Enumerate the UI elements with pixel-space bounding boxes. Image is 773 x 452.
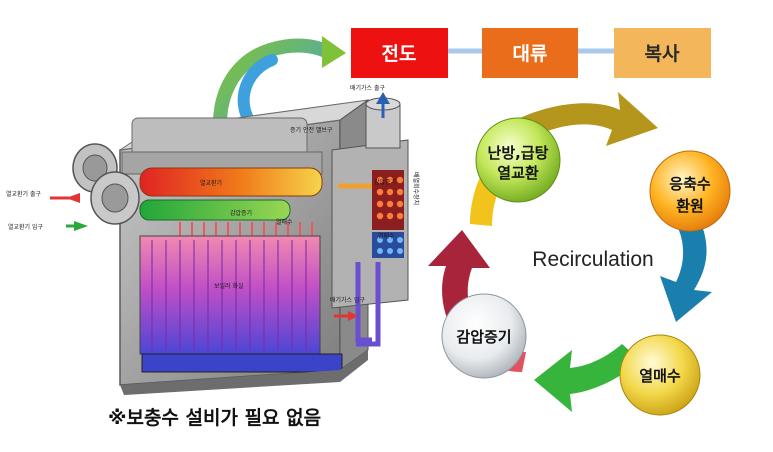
cycle-arrow-right xyxy=(660,220,712,322)
cycle-center-label: Recirculation xyxy=(532,248,653,271)
label-furnace: 보일러 화실 xyxy=(214,282,244,290)
footnote: ※보충수 설비가 필요 없음 xyxy=(108,407,321,429)
label-steam-outlet: 증기 안전 밸브구 xyxy=(290,126,333,134)
cycle-step-heating: 난방,급탕 열교환 xyxy=(475,117,561,203)
cycle-arrow-top xyxy=(520,92,658,146)
cycle-step-condensate-line2: 환원 xyxy=(676,197,704,215)
cycle-step-reduced-steam-line1: 감압증기 xyxy=(456,328,511,346)
label-hot-water: 열매수 xyxy=(276,218,293,226)
label-reduced-steam-right: 감압증기 xyxy=(374,178,396,186)
cycle-step-heating-line1: 난방,급탕 xyxy=(488,144,549,162)
label-heat-medium: 열매수 xyxy=(378,232,395,240)
label-hx-outlet: 열교환기 출구 xyxy=(6,190,42,198)
label-exhaust-inlet: 배기가스 입구 xyxy=(330,296,366,304)
cycle-arrow-left xyxy=(428,230,490,330)
cycle-step-heating-line2: 열교환 xyxy=(497,164,539,182)
cycle-arrow-bottom xyxy=(534,344,640,412)
boiler-illustration xyxy=(50,92,409,395)
cycle-step-condensate-line1: 응축수 xyxy=(669,175,711,193)
cycle-step-condensate: 응축수 환원 xyxy=(649,150,731,232)
conduction-label: 전도 xyxy=(382,43,417,65)
cycle-step-hot-water-line1: 열매수 xyxy=(639,367,681,385)
radiation-label: 복사 xyxy=(645,43,680,65)
convection-box: 대류 xyxy=(482,28,578,78)
label-hx: 열교환기 xyxy=(200,179,222,187)
cycle-step-reduced-steam: 감압증기 xyxy=(441,293,527,379)
cycle-step-hot-water: 열매수 xyxy=(619,334,701,416)
radiation-box: 복사 xyxy=(614,28,711,78)
conduction-box: 전도 xyxy=(351,28,448,78)
label-exhaust-recovery: 배열회수장치 xyxy=(412,172,420,205)
label-hx-inlet: 열교환기 입구 xyxy=(8,223,44,231)
label-reduced-steam: 감압증기 xyxy=(230,209,252,217)
convection-label: 대류 xyxy=(513,43,548,65)
label-exhaust-outlet: 배기가스 출구 xyxy=(350,84,386,92)
